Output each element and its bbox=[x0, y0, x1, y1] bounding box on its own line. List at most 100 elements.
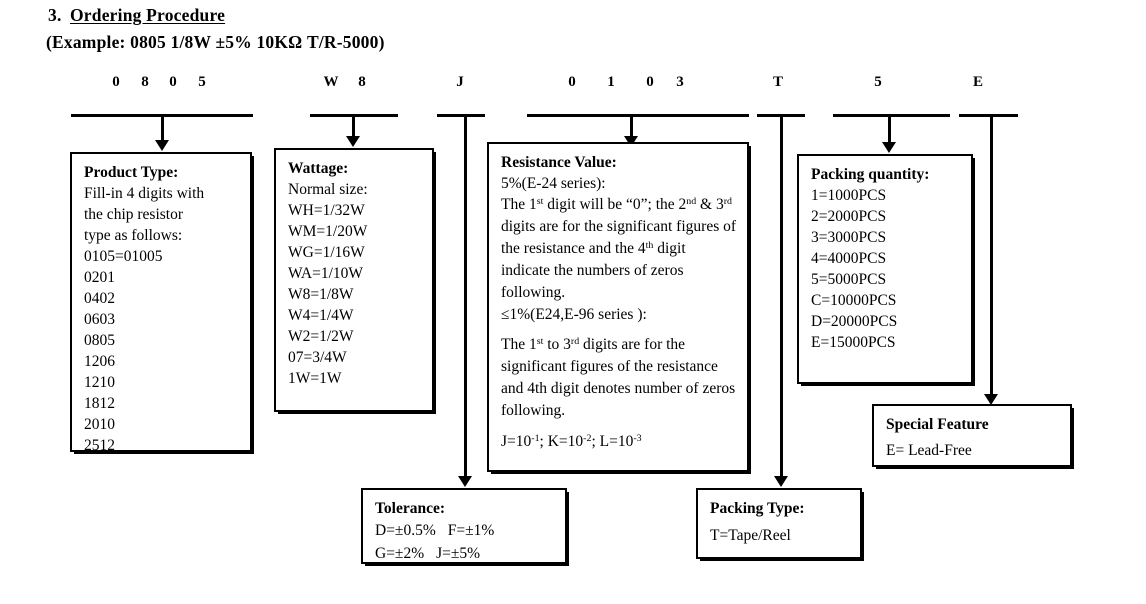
code-char: 1 bbox=[607, 74, 615, 90]
code-char: E bbox=[972, 74, 983, 90]
product-type-line: 1812 bbox=[84, 395, 115, 412]
code-char: T bbox=[772, 74, 783, 90]
bar-packing-quantity bbox=[833, 114, 950, 117]
product-type-line: 2010 bbox=[84, 416, 115, 433]
product-type-line: type as follows: bbox=[84, 227, 183, 244]
code-char: 3 bbox=[676, 74, 684, 90]
superscript: nd bbox=[686, 195, 697, 207]
product-type-line: 1210 bbox=[84, 374, 115, 391]
code-char: 0 bbox=[169, 74, 177, 90]
packing-quantity-line: 1=1000PCS bbox=[811, 187, 887, 204]
text-run: digit indicate the numbers of zeros foll… bbox=[501, 240, 686, 301]
tolerance-row-2: G=±2%J=±5% bbox=[375, 542, 555, 565]
box-packing-quantity-lines: 1=1000PCS 2=2000PCS 3=3000PCS 4=4000PCS 5=50… bbox=[811, 185, 961, 353]
code-char: J bbox=[456, 74, 464, 90]
product-type-line: 2512 bbox=[84, 437, 115, 454]
packing-quantity-line: 2=2000PCS bbox=[811, 208, 887, 225]
box-product-type-title: Product Type: bbox=[84, 164, 179, 181]
vline-packing-type bbox=[780, 114, 783, 478]
text-run: J=10 bbox=[501, 433, 532, 450]
arrowhead-resistance bbox=[624, 136, 638, 147]
wattage-line: W2=1/2W bbox=[288, 328, 354, 345]
product-type-line: Fill-in 4 digits with bbox=[84, 185, 205, 202]
arrowhead-packing-quantity bbox=[882, 142, 896, 153]
example-part-number: (Example: 0805 1/8W ±5% 10KΩ T/R-5000) bbox=[46, 32, 385, 52]
spacer bbox=[501, 422, 737, 431]
box-wattage-title: Wattage: bbox=[288, 160, 349, 177]
vline-special-feature bbox=[990, 114, 993, 396]
packing-quantity-line: 4=4000PCS bbox=[811, 250, 887, 267]
code-char: 0 bbox=[646, 74, 654, 90]
product-type-line: 0105=01005 bbox=[84, 248, 163, 265]
box-product-type-lines: Fill-in 4 digits with the chip resistor ty… bbox=[84, 183, 240, 456]
text-run: digits are for the significant figures o… bbox=[501, 336, 736, 419]
wattage-line: 1W=1W bbox=[288, 370, 342, 387]
box-resistance-value-title: Resistance Value: bbox=[501, 154, 617, 171]
product-type-line: 0201 bbox=[84, 269, 115, 286]
packing-type-line: T=Tape/Reel bbox=[710, 527, 791, 544]
text-run: to 3 bbox=[543, 336, 571, 353]
packing-quantity-line: C=10000PCS bbox=[811, 292, 897, 309]
product-type-line: 0603 bbox=[84, 311, 115, 328]
wattage-line: WG=1/16W bbox=[288, 244, 365, 261]
arrowhead-packing-type bbox=[774, 476, 788, 487]
arrowhead-special-feature bbox=[984, 394, 998, 405]
box-product-type: Product Type: Fill-in 4 digits with the c… bbox=[70, 152, 252, 454]
spacer bbox=[501, 325, 737, 334]
tolerance-j: J=±5% bbox=[436, 545, 481, 562]
resistance-1pct-label: ≤1%(E24,E-96 series ): bbox=[501, 306, 647, 323]
wattage-line: W4=1/4W bbox=[288, 307, 354, 324]
vline-product-type bbox=[161, 114, 164, 142]
superscript: rd bbox=[723, 195, 732, 207]
bar-tolerance bbox=[437, 114, 485, 117]
resistance-multiplier-codes: J=10-1; K=10-2; L=10-3 bbox=[501, 431, 737, 453]
code-char: 5 bbox=[874, 74, 882, 90]
wattage-line: WA=1/10W bbox=[288, 265, 364, 282]
product-type-line: 0402 bbox=[84, 290, 115, 307]
resistance-5pct-paragraph: The 1st digit will be “0”; the 2nd & 3rd… bbox=[501, 194, 737, 304]
code-char: 8 bbox=[358, 74, 366, 90]
superscript: -3 bbox=[633, 432, 642, 444]
box-packing-type: Packing Type: T=Tape/Reel bbox=[696, 488, 862, 559]
superscript: rd bbox=[570, 335, 580, 347]
code-char: 5 bbox=[198, 74, 206, 90]
resistance-1pct-paragraph: The 1st to 3rd digits are for the signif… bbox=[501, 334, 737, 422]
text-run: The 1 bbox=[501, 336, 537, 353]
arrowhead-tolerance bbox=[458, 476, 472, 487]
tolerance-f: F=±1% bbox=[447, 522, 495, 539]
superscript: st bbox=[536, 195, 544, 207]
wattage-line: W8=1/8W bbox=[288, 286, 354, 303]
section-number: 3. bbox=[48, 5, 62, 25]
superscript: -2 bbox=[583, 432, 592, 444]
arrowhead-wattage bbox=[346, 136, 360, 147]
wattage-line: 07=3/4W bbox=[288, 349, 347, 366]
vline-packing-quantity bbox=[888, 114, 891, 144]
vline-tolerance bbox=[464, 114, 467, 478]
text-run: ; L=10 bbox=[591, 433, 634, 450]
packing-quantity-line: 3=3000PCS bbox=[811, 229, 887, 246]
text-run: digit will be “0”; the 2 bbox=[543, 196, 687, 213]
text-run: ; K=10 bbox=[539, 433, 584, 450]
box-resistance-value: Resistance Value: 5%(E-24 series): The 1… bbox=[487, 142, 749, 472]
superscript: -1 bbox=[531, 432, 540, 444]
resistance-5pct-label: 5%(E-24 series): bbox=[501, 175, 606, 192]
text-run: The 1 bbox=[501, 196, 537, 213]
product-type-line: 1206 bbox=[84, 353, 115, 370]
box-packing-type-title: Packing Type: bbox=[710, 500, 805, 517]
packing-quantity-line: D=20000PCS bbox=[811, 313, 898, 330]
text-run: digits are for the significant figures o… bbox=[501, 218, 737, 257]
box-special-feature-lines: E= Lead-Free bbox=[886, 440, 1060, 461]
packing-quantity-line: 5=5000PCS bbox=[811, 271, 887, 288]
tolerance-row-1: D=±0.5%F=±1% bbox=[375, 519, 555, 542]
code-char: 0 bbox=[568, 74, 576, 90]
code-char: 8 bbox=[141, 74, 149, 90]
product-type-line: 0805 bbox=[84, 332, 115, 349]
box-tolerance-title: Tolerance: bbox=[375, 500, 446, 517]
box-special-feature-title: Special Feature bbox=[886, 416, 989, 433]
product-type-line: the chip resistor bbox=[84, 206, 184, 223]
box-special-feature: Special Feature E= Lead-Free bbox=[872, 404, 1072, 467]
